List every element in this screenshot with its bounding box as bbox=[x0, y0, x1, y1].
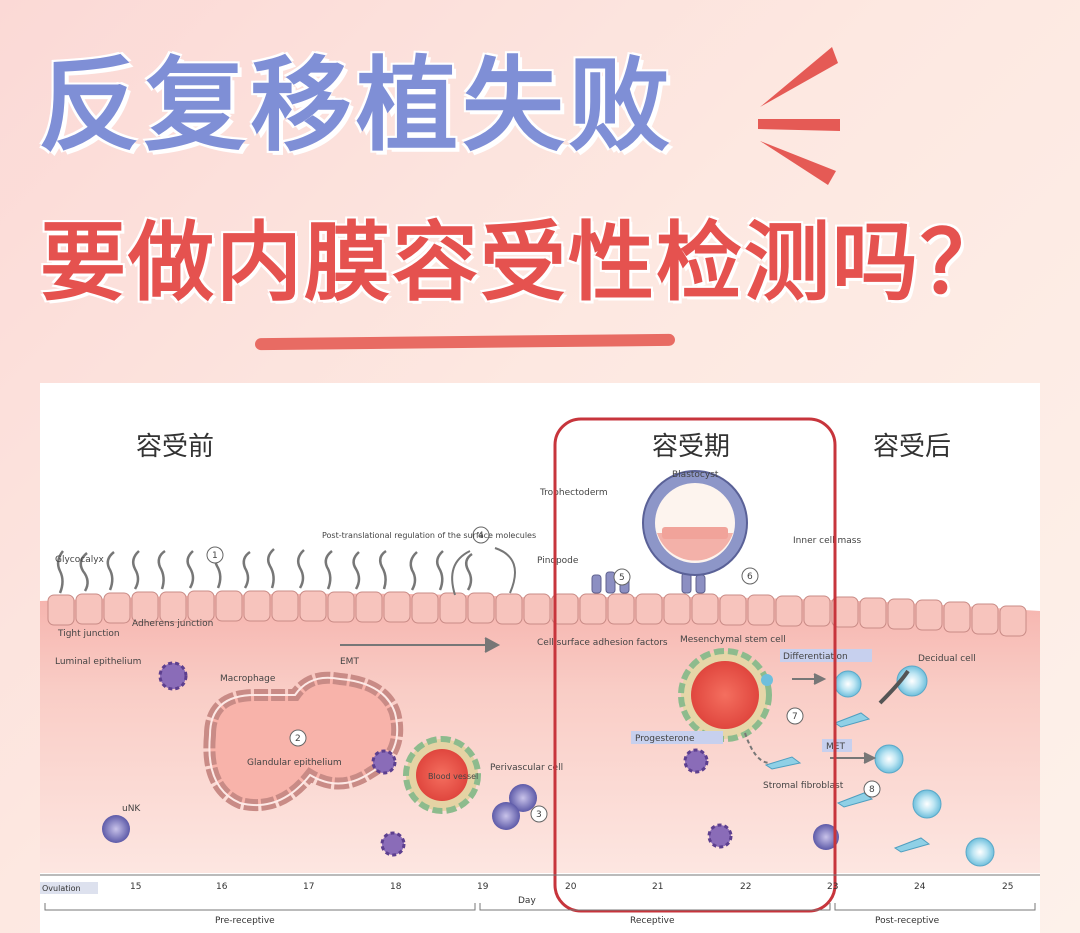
label-tight-junction: Tight junction bbox=[57, 629, 120, 639]
label-differentiation: Differentiation bbox=[783, 652, 848, 662]
tick-22: 22 bbox=[740, 882, 751, 892]
axis-phase-post: Post-receptive bbox=[875, 916, 940, 926]
label-adherens-junction: Adherens junction bbox=[132, 619, 213, 629]
label-emt: EMT bbox=[340, 657, 359, 667]
label-perivascular: Perivascular cell bbox=[490, 763, 563, 773]
immune-cells bbox=[102, 661, 839, 857]
blood-vessel-icon bbox=[403, 736, 481, 814]
label-blood-vessel: Blood vessel bbox=[428, 772, 478, 781]
burst-icon bbox=[758, 47, 840, 185]
label-pinopode: Pinopode bbox=[537, 556, 579, 566]
label-glycocalyx: Glycocalyx bbox=[55, 555, 105, 565]
tick-20: 20 bbox=[565, 882, 577, 892]
diagram-panel: 1 2 3 4 5 6 7 8 Glycocalyx Tight junctio… bbox=[40, 383, 1040, 933]
label-progesterone: Progesterone bbox=[635, 734, 695, 744]
label-glandular: Glandular epithelium bbox=[247, 758, 342, 768]
tick-18: 18 bbox=[390, 882, 402, 892]
tick-16: 16 bbox=[216, 882, 228, 892]
tick-23: 23 bbox=[827, 882, 838, 892]
tick-15: 15 bbox=[130, 882, 141, 892]
step-3: 3 bbox=[536, 810, 542, 820]
step-7: 7 bbox=[792, 712, 798, 722]
step-1: 1 bbox=[212, 551, 218, 561]
diagram-labels: Glycocalyx Tight junction Adherens junct… bbox=[55, 470, 976, 814]
label-decidual: Decidual cell bbox=[918, 654, 976, 664]
phase-post-label: 容受后 bbox=[873, 432, 951, 462]
tick-17: 17 bbox=[303, 882, 314, 892]
label-luminal-epithelium: Luminal epithelium bbox=[55, 657, 141, 667]
headline-underline bbox=[254, 333, 676, 351]
label-cell-surface: Cell surface adhesion factors bbox=[537, 638, 668, 648]
headline-line1: 反复移植失败 bbox=[38, 47, 674, 166]
axis-phase-window: Receptive bbox=[630, 916, 675, 926]
endometrium-diagram: 1 2 3 4 5 6 7 8 Glycocalyx Tight junctio… bbox=[40, 417, 1040, 926]
label-blastocyst: Blastocyst bbox=[672, 470, 719, 480]
process-arrows bbox=[340, 547, 910, 764]
label-macrophage: Macrophage bbox=[220, 674, 276, 684]
axis-phase-pre: Pre-receptive bbox=[215, 916, 275, 926]
mesenchymal-cluster-icon bbox=[678, 648, 773, 742]
decidual-cells bbox=[764, 665, 995, 867]
axis-title: Day bbox=[518, 896, 536, 906]
luminal-epithelium-cells bbox=[47, 590, 1027, 637]
label-stromal: Stromal fibroblast bbox=[763, 781, 844, 791]
label-unk: uNK bbox=[122, 804, 141, 814]
step-2: 2 bbox=[295, 734, 301, 744]
tick-25: 25 bbox=[1002, 882, 1013, 892]
label-inner-cell-mass: Inner cell mass bbox=[793, 536, 861, 546]
phase-pre-label: 容受前 bbox=[136, 432, 214, 462]
step-8: 8 bbox=[869, 785, 875, 795]
day-axis: Ovulation 15 16 17 18 19 20 21 22 23 24 … bbox=[40, 874, 1040, 926]
axis-start-tag: Ovulation bbox=[42, 884, 81, 893]
step-6: 6 bbox=[747, 572, 753, 582]
label-post-translational: Post-translational regulation of the sur… bbox=[322, 531, 536, 540]
headline-line2: 要做内膜容受性检测吗？ bbox=[40, 213, 1008, 313]
glycocalyx-strands bbox=[56, 548, 473, 594]
tick-19: 19 bbox=[477, 882, 489, 892]
step-markers: 1 2 3 4 5 6 7 8 bbox=[206, 526, 881, 823]
label-trophectoderm: Trophectoderm bbox=[539, 488, 608, 498]
phase-window-label: 容受期 bbox=[652, 432, 730, 462]
blastocyst-icon bbox=[642, 470, 748, 576]
label-mesenchymal: Mesenchymal stem cell bbox=[680, 635, 786, 645]
step-5: 5 bbox=[619, 573, 625, 583]
stroma-region bbox=[40, 593, 1040, 873]
tick-21: 21 bbox=[652, 882, 663, 892]
step-4: 4 bbox=[478, 531, 484, 541]
tick-24: 24 bbox=[914, 882, 926, 892]
receptive-window-highlight bbox=[553, 417, 837, 913]
